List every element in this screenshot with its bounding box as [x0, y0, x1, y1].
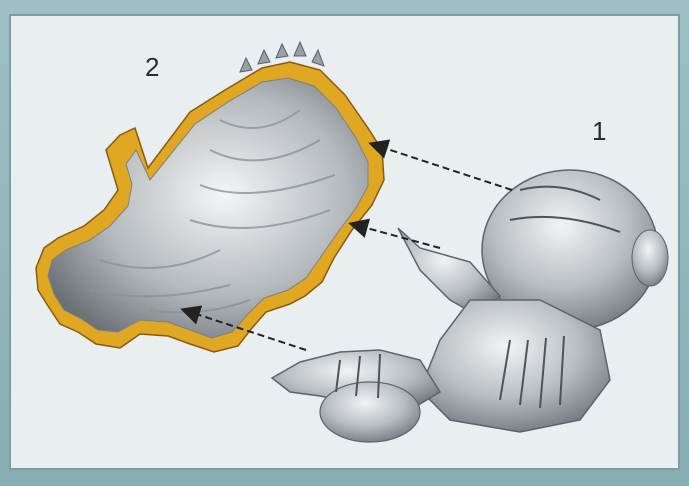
arrow-middle [352, 224, 440, 248]
mold-shell-part-2 [36, 42, 384, 352]
part-label-2: 2 [145, 52, 159, 83]
mold-inner-cavity [48, 78, 368, 338]
model-rear-knob [632, 230, 668, 286]
arrow-upper [372, 144, 512, 190]
model-lower-bulb [320, 382, 420, 442]
part-label-1: 1 [592, 116, 606, 147]
